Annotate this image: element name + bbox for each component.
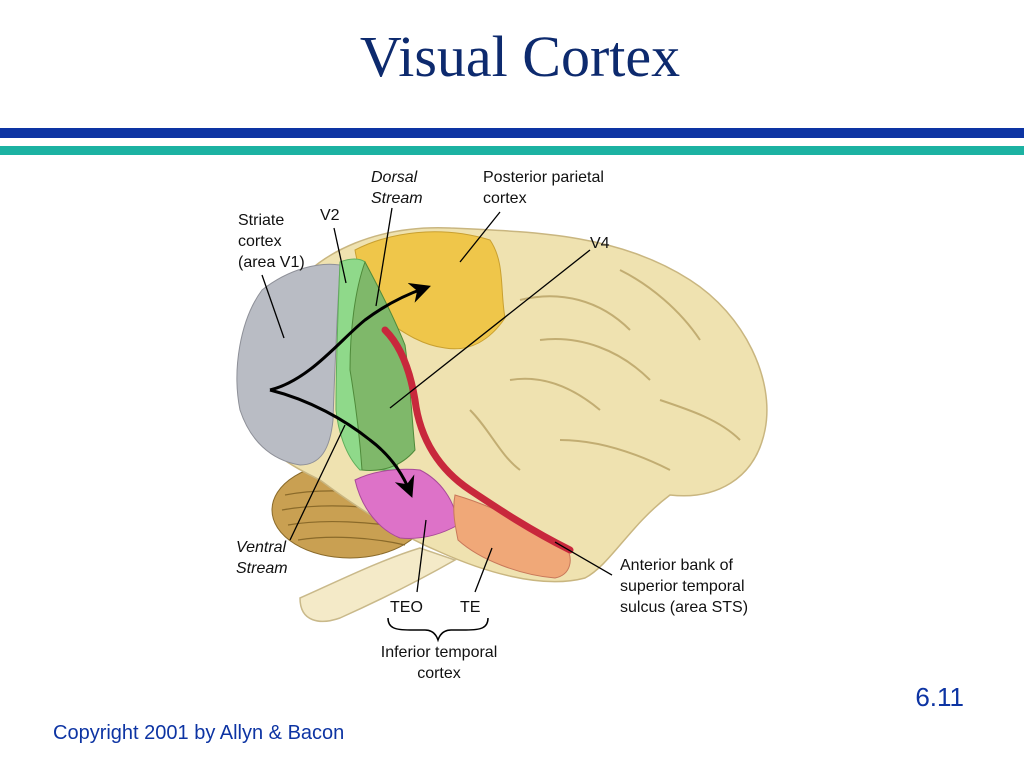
sts-band (381, 326, 574, 554)
label-teo: TEO (390, 599, 423, 616)
label-v2: V2 (320, 207, 340, 224)
label-area-sts: Anterior bank of superior temporal sulcu… (620, 557, 749, 616)
label-v4: V4 (590, 235, 610, 252)
v4-region (349, 260, 416, 471)
ventral-stream-arrow (269, 388, 415, 498)
label-posterior-parietal-cortex: Posterior parietal cortex (483, 169, 604, 207)
label-te: TE (460, 599, 481, 616)
dorsal-stream-arrow (269, 282, 431, 392)
label-dorsal-stream: Dorsal Stream (371, 169, 423, 207)
label-ventral-stream: Ventral Stream (236, 539, 288, 577)
brain-stem (299, 547, 457, 623)
page-number: 6.11 (915, 682, 964, 712)
gyri-lines (469, 269, 741, 471)
title-rule-teal (0, 146, 1024, 155)
slide-title: Visual Cortex (359, 24, 681, 89)
leader-lines (261, 207, 613, 593)
label-striate-cortex: Striate cortex (area V1) (238, 212, 305, 271)
inferior-temporal-brace (387, 617, 489, 643)
title-rule-blue (0, 128, 1024, 138)
label-inferior-temporal-cortex: Inferior temporal cortex (380, 644, 498, 682)
copyright-notice: Copyright 2001 by Allyn & Bacon (53, 722, 345, 744)
v1-region (236, 263, 341, 466)
